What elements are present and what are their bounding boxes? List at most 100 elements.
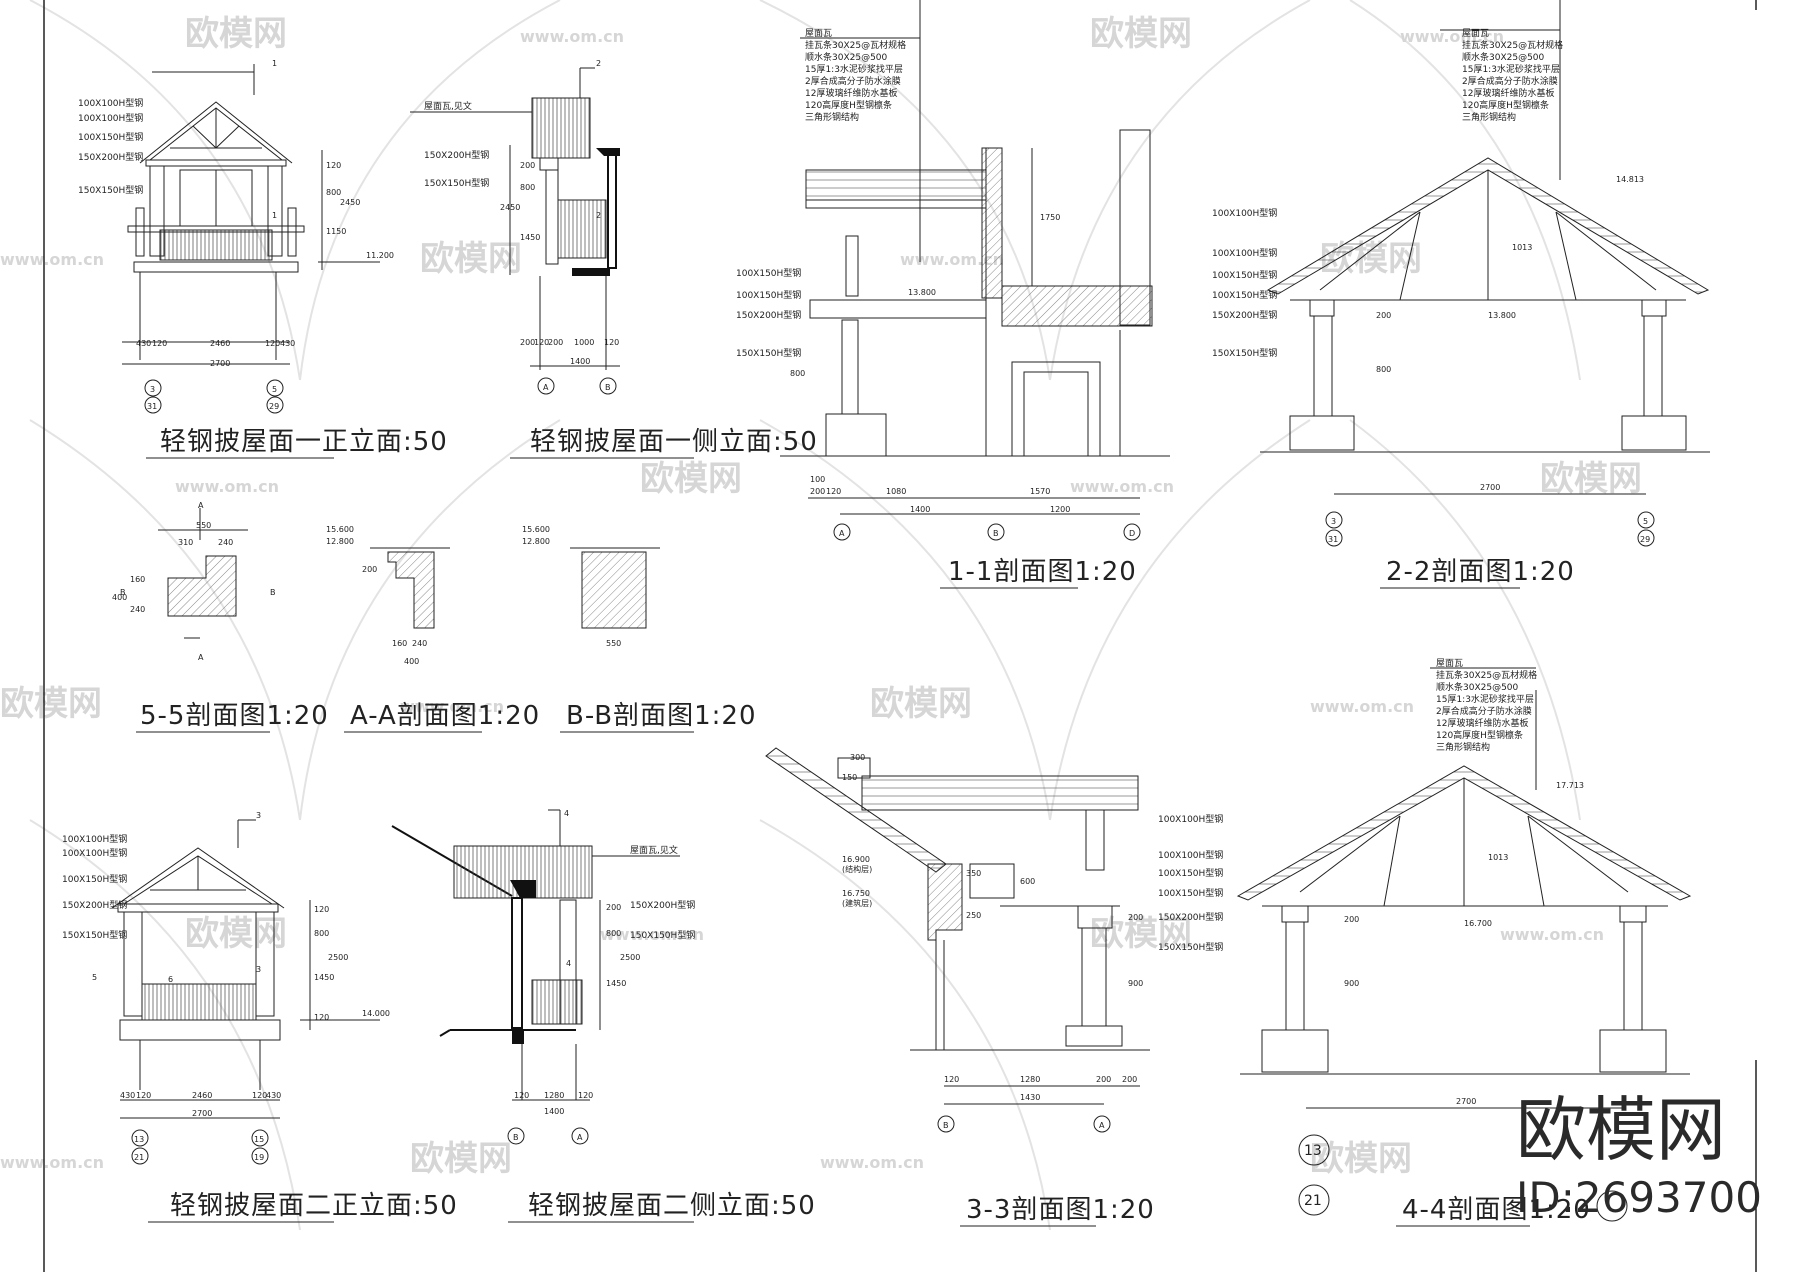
dim-text: 200 <box>1096 1075 1111 1084</box>
watermark-url: www.om.cn <box>400 697 504 716</box>
section-mark: B <box>270 588 276 597</box>
level-mark: 13.800 <box>908 288 936 297</box>
watermark-text: 欧模网 <box>870 684 972 724</box>
view-title: 轻钢披屋面二正立面:50 <box>170 1191 458 1221</box>
member-label: 100X150H型钢 <box>1158 887 1223 899</box>
dim-text: 300 <box>850 753 865 762</box>
member-label: 150X200H型钢 <box>424 149 489 161</box>
level-mark: 13.800 <box>1488 311 1516 320</box>
level-mark: 17.713 <box>1556 781 1584 790</box>
watermark-text: 欧模网 <box>1540 459 1642 499</box>
dim-text: 200 <box>1344 915 1359 924</box>
member-label: 150X150H型钢 <box>1158 941 1223 953</box>
watermark-url: www.om.cn <box>820 1153 924 1172</box>
roof-note: 挂瓦条30X25@瓦材规格 <box>805 39 906 51</box>
view-title: 2-2剖面图1:20 <box>1386 557 1575 587</box>
dim-text: 1450 <box>520 233 540 242</box>
axis-label: 21 <box>134 1153 144 1162</box>
watermark-text: 欧模网 <box>1090 14 1192 54</box>
axis-label: 13 <box>1304 1143 1322 1159</box>
dim-text: 200 <box>520 161 535 170</box>
watermark-url: www.om.cn <box>600 925 704 944</box>
dim-text: 1013 <box>1512 243 1532 252</box>
level-mark: 12.800 <box>326 537 354 546</box>
roof-note: 屋面瓦,见文 <box>630 844 678 856</box>
dim-text: 2700 <box>192 1109 212 1118</box>
section-mark: B <box>120 588 126 597</box>
dim-text: 600 <box>1020 877 1035 886</box>
dim-text: 120 <box>578 1091 593 1100</box>
dim-text: 2450 <box>340 198 360 207</box>
axis-label: 13 <box>134 1135 144 1144</box>
member-label: 100X150H型钢 <box>78 131 143 143</box>
dim-text: 120 <box>136 1091 151 1100</box>
watermark-text: 欧模网 <box>410 1139 512 1179</box>
level-note: (建筑层) <box>842 898 872 908</box>
watermark-url: www.om.cn <box>1500 925 1604 944</box>
watermark-text: 欧模网 <box>185 914 287 954</box>
dim-text: 240 <box>130 605 145 614</box>
section-3-3: 100X100H型钢 100X100H型钢 100X150H型钢 100X150… <box>765 747 1223 1227</box>
view-title: 1-1剖面图1:20 <box>948 557 1137 587</box>
dim-text: 200 <box>548 338 563 347</box>
dim-text: 1570 <box>1030 487 1050 496</box>
roof-note: 15厚1:3水泥砂浆找平层 <box>1462 63 1560 75</box>
view-title: B-B剖面图1:20 <box>566 701 757 731</box>
roof-note: 12厚玻璃纤维防水基板 <box>1462 87 1554 99</box>
axis-label: 29 <box>269 402 279 411</box>
axis-label: A <box>577 1133 583 1142</box>
section-1-1: 屋面瓦 挂瓦条30X25@瓦材规格 顺水条30X25@500 15厚1:3水泥砂… <box>736 0 1170 589</box>
dim-text: 400 <box>112 593 127 602</box>
dim-text: 2460 <box>210 339 230 348</box>
dim-text: 200 <box>810 487 825 496</box>
dim-text: 120 <box>314 905 329 914</box>
watermarks: 欧模网 www.om.cn 欧模网 www.om.cn 欧模网 www.om.c… <box>0 0 1642 1231</box>
dim-text: 1013 <box>1488 853 1508 862</box>
member-label: 100X100H型钢 <box>1212 247 1277 259</box>
dim-text: 240 <box>218 538 233 547</box>
roof-note: 15厚1:3水泥砂浆找平层 <box>805 63 903 75</box>
view-title: A-A剖面图1:20 <box>350 701 540 731</box>
dim-text: 1400 <box>544 1107 564 1116</box>
watermark-url: www.om.cn <box>900 250 1004 269</box>
roof-note: 屋面瓦,见文 <box>424 100 472 112</box>
dim-text: 800 <box>606 929 621 938</box>
brand-id: ID:2693700 <box>1516 1173 1762 1222</box>
member-label: 150X150H型钢 <box>630 929 695 941</box>
axis-label: 3 <box>1331 517 1336 526</box>
dim-text: 550 <box>196 521 211 530</box>
watermark-text: 欧模网 <box>0 684 102 724</box>
dim-text: 1400 <box>910 505 930 514</box>
member-label: 150X150H型钢 <box>1212 347 1277 359</box>
axis-label: A <box>543 383 549 392</box>
level-mark: 14.813 <box>1616 175 1644 184</box>
front-elevation-2: 100X100H型钢 100X100H型钢 100X150H型钢 150X200… <box>62 811 458 1223</box>
axis-label: B <box>513 1133 519 1142</box>
section-mark: 4 <box>564 809 569 818</box>
dim-text: 900 <box>1128 979 1143 988</box>
level-mark: 16.900 <box>842 855 870 864</box>
roof-note: 三角形钢结构 <box>1462 111 1516 123</box>
member-label: 150X150H型钢 <box>736 347 801 359</box>
dim-text: 240 <box>412 639 427 648</box>
level-mark: 11.200 <box>366 251 394 260</box>
dim-text: 1430 <box>1020 1093 1040 1102</box>
watermark-text: 欧模网 <box>420 239 522 279</box>
roof-note: 屋面瓦 <box>1436 658 1463 669</box>
dim-text: 200 <box>1376 311 1391 320</box>
member-label: 100X100H型钢 <box>78 112 143 124</box>
dim-text: 200 <box>1128 913 1143 922</box>
axis-label: 29 <box>1640 535 1650 544</box>
level-mark: 16.750 <box>842 889 870 898</box>
roof-note: 120高厚度H型钢檩条 <box>1436 729 1523 741</box>
roof-note: 15厚1:3水泥砂浆找平层 <box>1436 693 1534 705</box>
axis-label: 21 <box>1304 1193 1322 1209</box>
axis-label: B <box>993 529 999 538</box>
roof-note: 12厚玻璃纤维防水基板 <box>805 87 897 99</box>
level-mark: 15.600 <box>326 525 354 534</box>
member-label: 100X100H型钢 <box>1158 849 1223 861</box>
level-mark: 12.800 <box>522 537 550 546</box>
section-mark: 3 <box>256 811 261 820</box>
section-mark: 2 <box>596 211 601 220</box>
